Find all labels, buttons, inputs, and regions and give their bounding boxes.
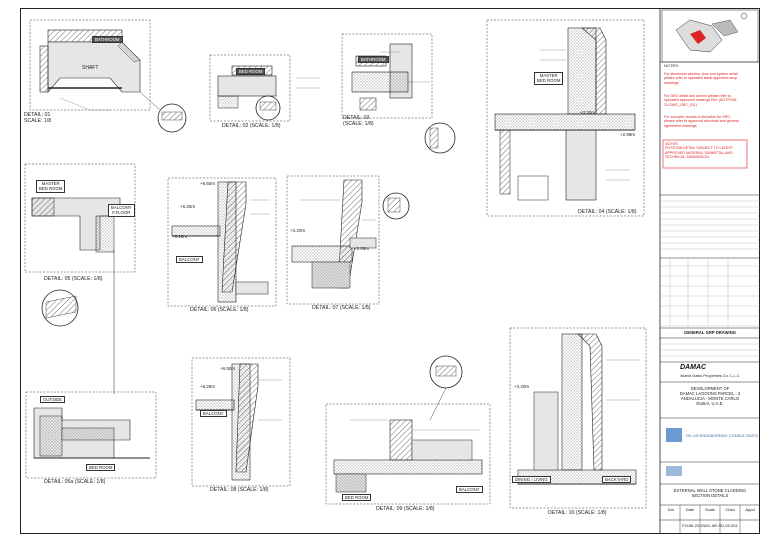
note-red-3: For concrete reveals in elevation for GR… [664, 115, 739, 128]
detail-10-drawing [509, 327, 647, 509]
key-plan [675, 12, 748, 53]
detail-07-drawing [286, 175, 410, 305]
notes-header: NOTES: [664, 63, 679, 68]
room-tag-bedroom-02: BED ROOM [236, 68, 266, 76]
th-appd: Appd [745, 507, 755, 512]
detail-01-label: DETAIL: 01 SCALE: 1/8 [24, 112, 52, 124]
detail-07-label: DETAIL: 07 (SCALE: 1/8) [312, 305, 371, 311]
level-06-a: +6.50m [200, 181, 216, 186]
sub-logo-icon [666, 466, 682, 476]
level-07-b: +2.89m [354, 246, 370, 251]
th-drn: Drn [667, 507, 675, 512]
room-tag-balcony-08: BALCONY [200, 410, 227, 418]
detail-08-drawing [191, 357, 291, 487]
note-boxed: NOTES: POSITION DETAIL SUBJECT TO LATEST… [665, 142, 733, 159]
level-10-a: +3.20m [514, 384, 530, 389]
detail-05a-label: DETAIL: 05a (SCALE: 1/8) [44, 479, 106, 485]
detail-02-drawing [209, 54, 291, 122]
detail-09-label: DETAIL: 09 (SCALE: 1/8) [376, 506, 435, 512]
leader-lines [59, 49, 640, 431]
consultant-logo-icon [666, 428, 682, 442]
note-red-2: For GRC detail and anchor please refer t… [664, 94, 738, 107]
drawing-number: P1158-20-DWG-AR-SD-02-001 [682, 523, 738, 528]
general-grp-drawing-title: GENERAL GRP DRAWING [684, 330, 736, 335]
room-tag-bathroom-01: BATHROOM [92, 36, 123, 44]
title-block-frame [659, 8, 760, 534]
note-red-1: For aluminium window, door and system de… [664, 72, 738, 85]
room-tag-bedroom-09: BED ROOM [342, 494, 372, 502]
th-date: Date [685, 507, 695, 512]
level-08-a: +6.50m [220, 366, 236, 371]
th-scale: Scale [704, 507, 715, 512]
level-08-b: +6.25m [200, 384, 216, 389]
detail-05a-drawing [25, 391, 157, 479]
detail-03-drawing [341, 33, 456, 154]
room-tag-shaft-01: SHAFT [82, 65, 99, 71]
detail-05-drawing [24, 163, 136, 394]
drawing-title: EXTERNAL WALL STONE CLADDING SECTION DET… [673, 488, 747, 499]
room-tag-dining-living-10: DINING / LIVING [512, 476, 551, 484]
room-tag-bathroom-03: BATHROOM [358, 56, 389, 64]
detail-06-drawing [167, 177, 277, 307]
sheet-border [20, 8, 760, 534]
detail-09-drawing [325, 355, 491, 505]
level-07-a: +3.20m [290, 228, 306, 233]
level-06-b: +6.25m [180, 204, 196, 209]
level-06-c: +5.10m [172, 234, 188, 239]
consultant-name: DK-US ENGINEERING CONSULTANTS [686, 433, 758, 438]
th-chkd: Chkd [725, 507, 735, 512]
room-tag-master-bedroom-05: MASTER BED ROOM [36, 180, 66, 193]
detail-05-label: DETAIL: 05 (SCALE: 1/8) [44, 276, 103, 282]
room-tag-balcony-09: BALCONY [456, 486, 483, 494]
detail-04-label: DETAIL: 04 (SCALE: 1/8) [578, 209, 637, 215]
room-tag-balcony-06: BALCONY [176, 256, 203, 264]
room-tag-balcony-05: BALCONY F.FLOOR [108, 204, 135, 217]
client-name: Island Oasis Properties Co. L.L.C [680, 373, 740, 378]
detail-06-label: DETAIL: 06 (SCALE: 1/8) [190, 307, 249, 313]
project-name: DEVELOPMENT OF DAMAC LAGOONS PARCEL - 3 … [679, 386, 741, 407]
room-tag-master-bedroom-04: MASTER BED ROOM [534, 72, 564, 85]
level-04-a: +3.30m [580, 110, 596, 115]
detail-08-label: DETAIL: 08 (SCALE: 1/8) [210, 487, 269, 493]
detail-10-label: DETAIL: 10 (SCALE: 1/8) [548, 510, 607, 516]
room-tag-outside-05a: OUTSIDE [40, 396, 66, 404]
detail-02-label: DETAIL: 02 (SCALE: 1/8) [222, 123, 281, 129]
room-tag-bedroom-05a: BED ROOM [86, 464, 116, 472]
detail-04-drawing [486, 19, 645, 217]
detail-01-drawing [29, 19, 187, 133]
level-04-b: +2.99m [620, 132, 636, 137]
client-logo: DAMAC [680, 364, 707, 371]
room-tag-backyard-10: BACKYARD [602, 476, 632, 484]
detail-03-label: DETAIL: 03 (SCALE: 1/8) [343, 115, 374, 127]
